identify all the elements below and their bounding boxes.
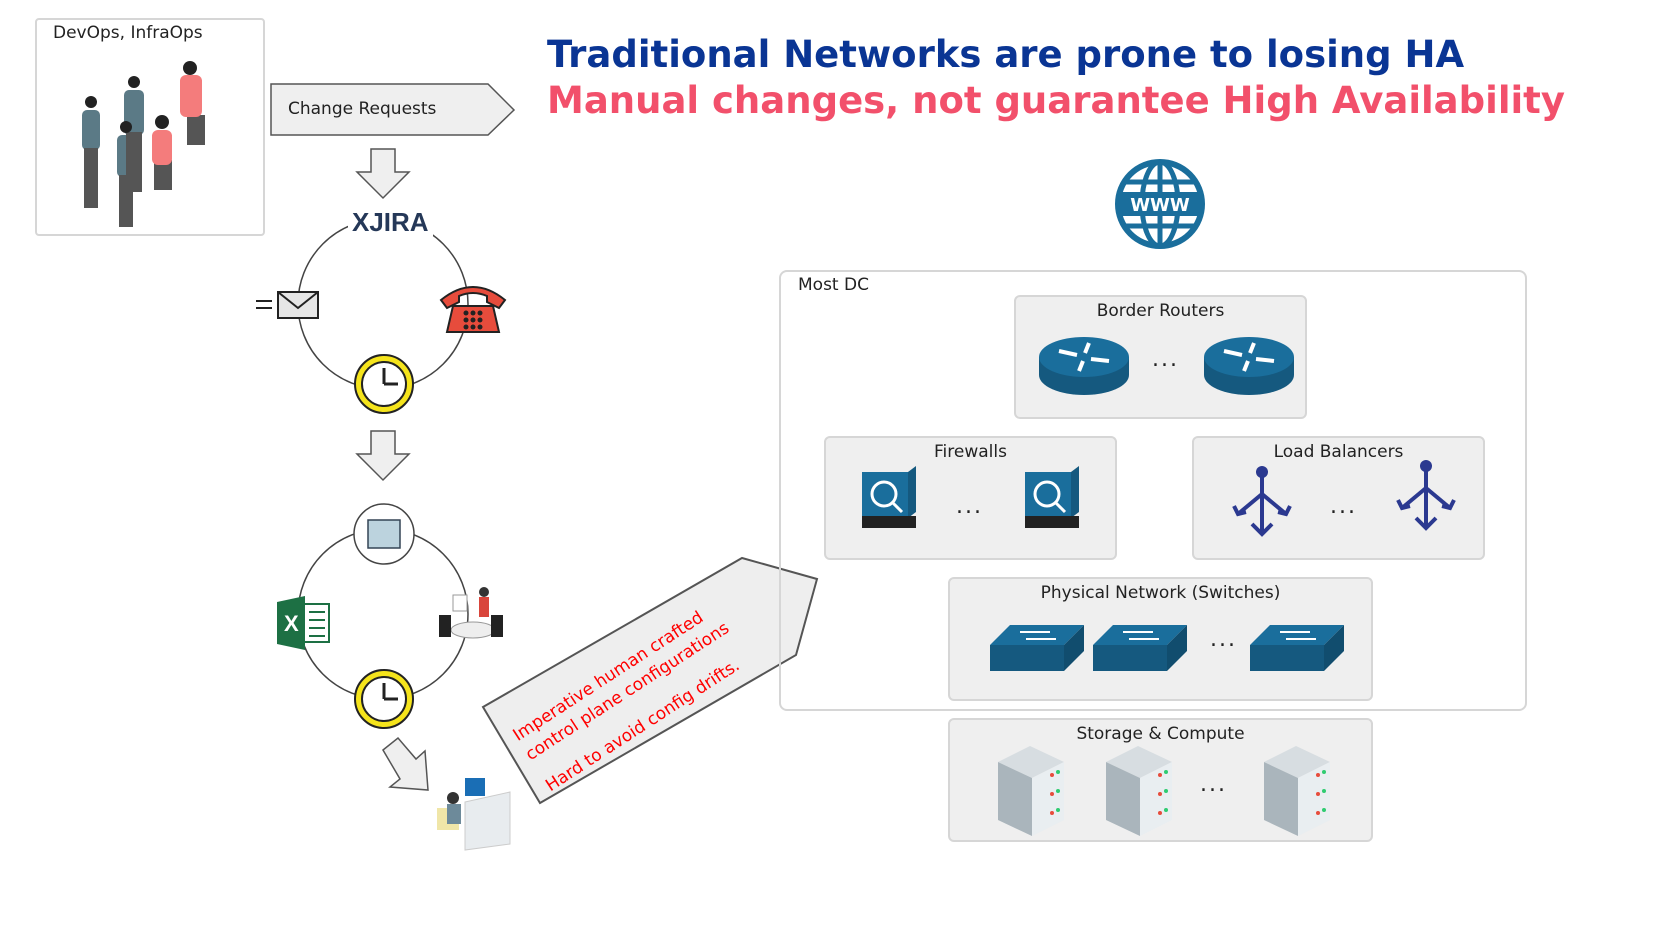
jira-label: JIRA [369, 207, 429, 237]
diagonal-arrow-icon [382, 736, 429, 791]
jira-icon: Χ [352, 207, 370, 237]
router-icon [1204, 337, 1294, 395]
switches-group: Physical Network (Switches) ... [948, 577, 1373, 701]
load-balancers-group: Load Balancers ... [1192, 436, 1485, 560]
team-box: DevOps, InfraOps [35, 18, 265, 236]
storage-compute-label: Storage & Compute [1076, 724, 1245, 744]
callout-arrow [481, 556, 819, 805]
firewalls-group: Firewalls ... [824, 436, 1117, 560]
load-balancers-label: Load Balancers [1273, 442, 1404, 462]
switches-label: Physical Network (Switches) [1040, 583, 1281, 603]
server-icon [1264, 746, 1330, 836]
ellipsis: ... [956, 494, 983, 519]
headline-subtitle: Manual changes, not guarantee High Avail… [547, 79, 1565, 122]
excel-icon: X [277, 596, 330, 650]
headline-title: Traditional Networks are prone to losing… [547, 33, 1465, 76]
switch-icon [990, 625, 1084, 671]
change-requests-label: Change Requests [288, 99, 437, 119]
router-icon [1039, 337, 1129, 395]
jira-logo: ΧJIRA [348, 207, 433, 238]
storage-compute-group: Storage & Compute ... [948, 718, 1373, 842]
clock-icon [354, 669, 414, 729]
ellipsis: ... [1200, 772, 1227, 797]
border-routers-label: Border Routers [1096, 301, 1225, 321]
firewall-icon [1025, 466, 1079, 528]
firewalls-label: Firewalls [934, 442, 1007, 462]
down-arrow-icon [355, 430, 411, 482]
change-requests-arrow [270, 83, 516, 136]
engineer-at-desk-icon [437, 778, 511, 851]
people-illustration-icon [82, 61, 205, 227]
svg-text:WWW: WWW [1130, 195, 1190, 216]
ellipsis: ... [1210, 627, 1237, 652]
meeting-icon [439, 587, 503, 639]
load-balancer-icon [1396, 460, 1456, 531]
switch-icon [1093, 625, 1187, 671]
www-globe-icon: WWW [1115, 159, 1205, 249]
load-balancer-icon [1232, 466, 1292, 537]
border-routers-group: Border Routers ... [1014, 295, 1307, 419]
down-arrow-icon [355, 148, 411, 200]
server-icon [998, 746, 1064, 836]
clock-icon [354, 354, 414, 414]
firewall-icon [862, 466, 916, 528]
server-icon [1106, 746, 1172, 836]
switch-icon [1250, 625, 1344, 671]
ellipsis: ... [1152, 347, 1179, 372]
datacenter-container [779, 270, 1527, 711]
blueprint-icon [353, 503, 415, 565]
team-label: DevOps, InfraOps [53, 23, 203, 43]
datacenter-label: Most DC [798, 275, 869, 295]
ellipsis: ... [1330, 494, 1357, 519]
phone-icon [439, 286, 507, 333]
email-icon [256, 291, 319, 319]
svg-text:X: X [284, 611, 299, 636]
